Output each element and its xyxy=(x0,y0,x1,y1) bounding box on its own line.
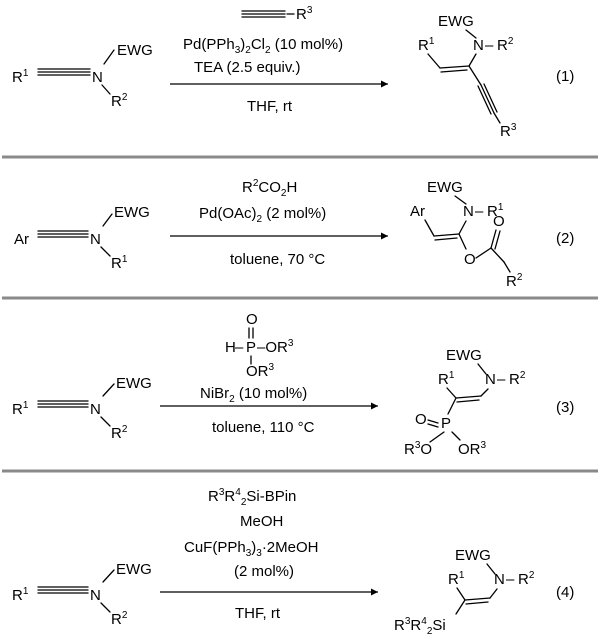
product-3: EWG R1 N – R2 O P R3O OR3 xyxy=(404,347,526,458)
svg-text:R3: R3 xyxy=(500,122,517,140)
svg-text:–: – xyxy=(506,571,515,588)
reaction-number-1: (1) xyxy=(556,68,574,85)
reactant-1: R1 N EWG R2 xyxy=(12,42,153,110)
acid-2: R2CO2H xyxy=(242,178,297,199)
conditions-3: toluene, 110 °C xyxy=(212,419,315,436)
catalyst-1: Pd(PPh3)2Cl2 (10 mol%) xyxy=(183,36,343,56)
reactant-4: R1 N EWG R2 xyxy=(12,561,152,628)
svg-text:O: O xyxy=(415,411,427,428)
svg-text:R2: R2 xyxy=(497,36,514,54)
reaction-1: R1 N EWG R2 R3 Pd(PPh3)2Cl2 (10 mol%) TE… xyxy=(12,5,574,140)
svg-text:R1: R1 xyxy=(12,400,29,418)
svg-text:EWG: EWG xyxy=(427,179,463,196)
reaction-number-4: (4) xyxy=(556,584,574,601)
svg-text:EWG: EWG xyxy=(116,561,152,578)
catalyst-loading-4: (2 mol%) xyxy=(234,563,294,580)
svg-text:O: O xyxy=(246,311,258,328)
svg-text:Ar: Ar xyxy=(410,203,425,220)
svg-text:O: O xyxy=(493,213,505,230)
svg-text:R3: R3 xyxy=(296,5,313,23)
svg-text:N: N xyxy=(90,231,101,248)
svg-text:R1: R1 xyxy=(12,68,29,86)
silylborane-4: R3R42Si-BPin xyxy=(208,487,296,508)
reagent-alkyne-1: R3 xyxy=(241,5,313,23)
svg-text:N: N xyxy=(485,371,496,388)
reactant-2: Ar N EWG R1 xyxy=(14,204,150,272)
svg-text:EWG: EWG xyxy=(117,42,153,59)
svg-text:–: – xyxy=(485,37,494,54)
svg-text:R2: R2 xyxy=(111,424,128,442)
svg-text:P: P xyxy=(441,415,451,432)
svg-text:–OR3: –OR3 xyxy=(257,338,294,356)
reaction-number-3: (3) xyxy=(556,399,574,416)
svg-text:R3R42Si: R3R42Si xyxy=(394,616,446,637)
svg-text:R2: R2 xyxy=(111,610,128,628)
conditions-1: THF, rt xyxy=(247,98,293,115)
svg-text:OR3: OR3 xyxy=(246,362,275,380)
svg-text:P: P xyxy=(246,339,256,356)
conditions-4: THF, rt xyxy=(235,605,281,622)
svg-text:R1: R1 xyxy=(487,202,504,220)
svg-text:N: N xyxy=(90,401,101,418)
svg-text:OR3: OR3 xyxy=(458,440,487,458)
phosphite-3: O H – P –OR3 OR3 xyxy=(225,311,294,380)
svg-text:R1: R1 xyxy=(12,586,29,604)
svg-text:EWG: EWG xyxy=(114,204,150,221)
product-4: EWG R1 N – R2 R3R42Si xyxy=(394,547,535,637)
svg-text:R2: R2 xyxy=(509,370,526,388)
svg-text:–: – xyxy=(497,371,506,388)
catalyst-3: NiBr2 (10 mol%) xyxy=(200,385,307,405)
svg-text:N: N xyxy=(463,203,474,220)
svg-text:H: H xyxy=(225,339,236,356)
reaction-number-2: (2) xyxy=(556,230,574,247)
svg-text:O: O xyxy=(464,251,476,268)
svg-text:R1: R1 xyxy=(111,254,128,272)
conditions-2: toluene, 70 °C xyxy=(230,251,325,268)
svg-text:R2: R2 xyxy=(111,92,128,110)
reaction-3: R1 N EWG R2 O H – P –OR3 OR3 NiBr2 (10 m… xyxy=(12,311,574,458)
svg-text:R2: R2 xyxy=(518,570,535,588)
svg-text:R1: R1 xyxy=(418,36,435,54)
reaction-4: R1 N EWG R2 R3R42Si-BPin MeOH CuF(PPh3)3… xyxy=(12,487,574,637)
svg-text:EWG: EWG xyxy=(116,375,152,392)
svg-text:EWG: EWG xyxy=(446,347,482,364)
additive-4: MeOH xyxy=(240,513,283,530)
reactant-3: R1 N EWG R2 xyxy=(12,375,152,442)
svg-text:N: N xyxy=(494,571,505,588)
svg-text:R1: R1 xyxy=(448,570,465,588)
catalyst-4: CuF(PPh3)3·2MeOH xyxy=(184,539,319,559)
svg-text:N: N xyxy=(473,37,484,54)
reaction-2: Ar N EWG R1 R2CO2H Pd(OAc)2 (2 mol%) tol… xyxy=(14,178,574,290)
svg-text:Ar: Ar xyxy=(14,231,29,248)
svg-text:EWG: EWG xyxy=(455,547,491,564)
product-2: EWG Ar N – R1 O O R2 xyxy=(410,179,523,290)
svg-text:N: N xyxy=(92,69,103,86)
svg-text:R2: R2 xyxy=(506,272,523,290)
base-1: TEA (2.5 equiv.) xyxy=(194,59,300,76)
svg-text:–: – xyxy=(235,339,244,356)
product-1: EWG R1 N – R2 R3 xyxy=(418,13,517,140)
catalyst-2: Pd(OAc)2 (2 mol%) xyxy=(199,205,326,225)
svg-text:–: – xyxy=(475,203,484,220)
svg-text:EWG: EWG xyxy=(438,13,474,30)
svg-text:N: N xyxy=(90,587,101,604)
svg-text:R1: R1 xyxy=(438,370,455,388)
svg-text:R3O: R3O xyxy=(404,440,432,458)
